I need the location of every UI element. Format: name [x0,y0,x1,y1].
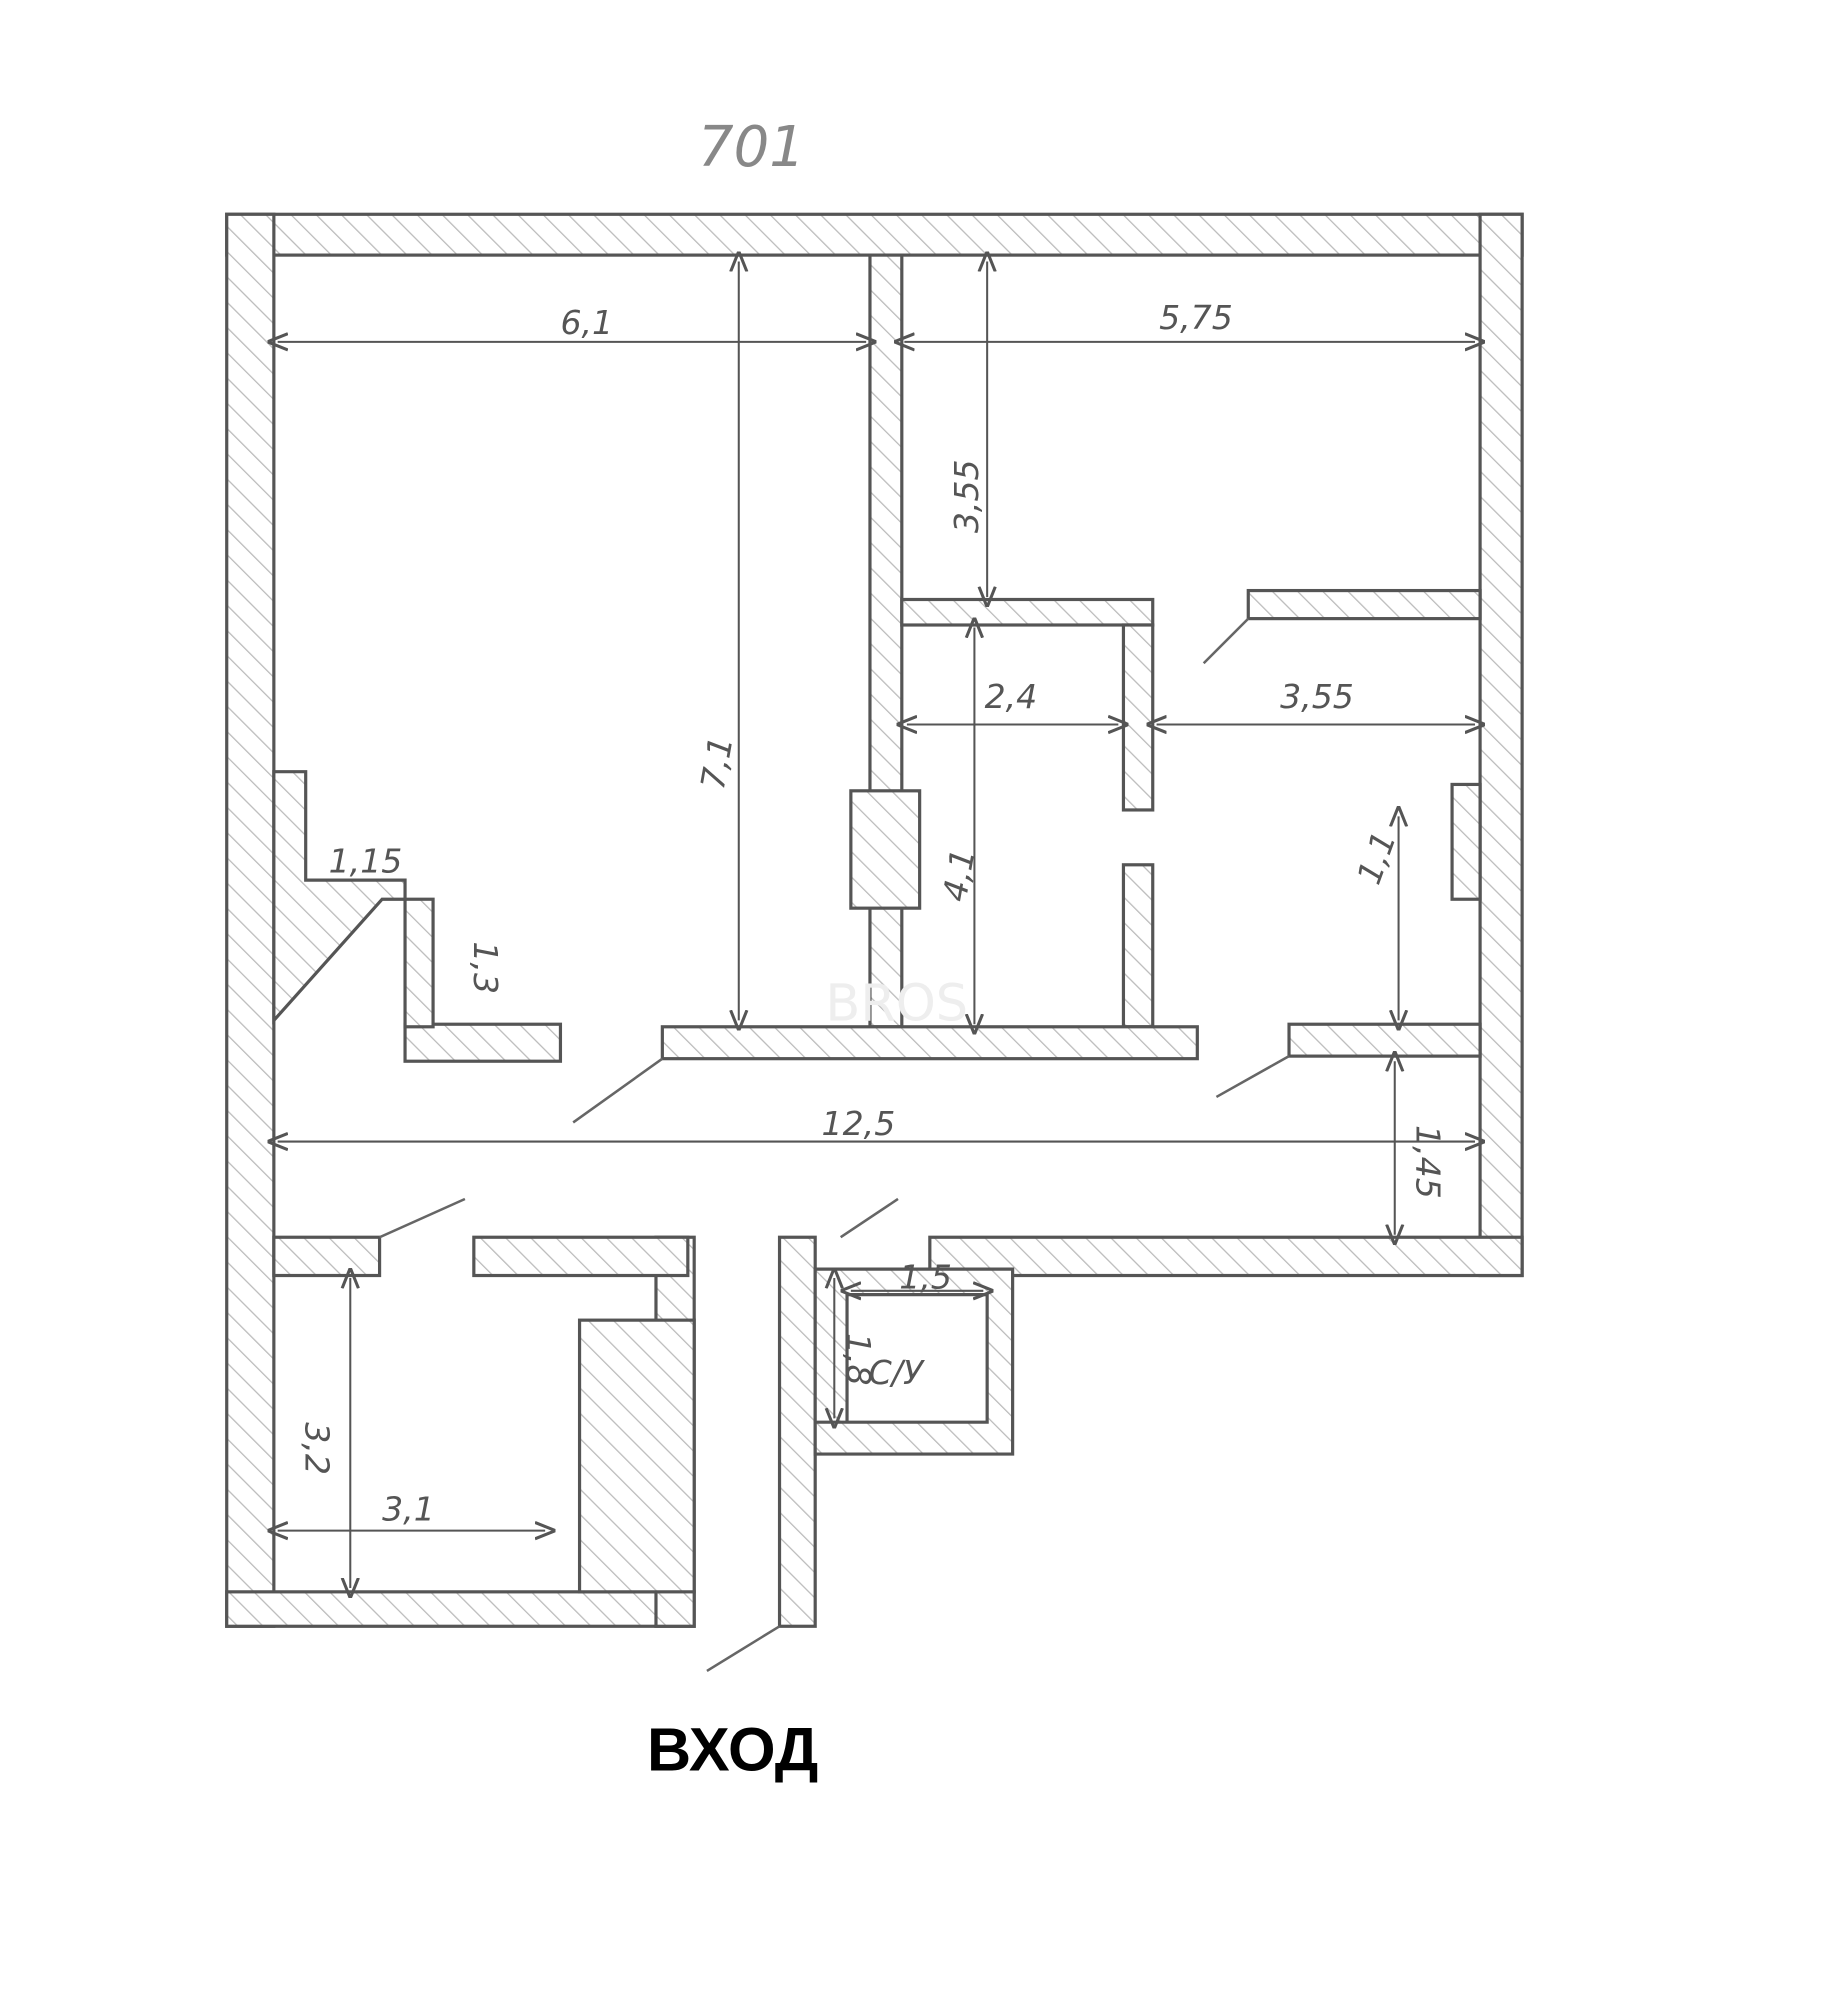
dim-room1-width: 6,1 [560,303,613,342]
dim-corridor-width: 1,45 [1408,1125,1447,1199]
outer-wall-bottom-right [928,1235,1524,1278]
apartment-number: 701 [698,115,805,180]
entrance-wall [777,1235,817,1628]
dim-hall-width: 2,4 [985,677,1038,716]
dim-closet-width: 1,15 [329,841,403,880]
wc-label: С/У [869,1353,925,1392]
watermark: BROS [825,974,968,1033]
dim-room1-length: 7,1 [693,734,741,793]
dim-wc-width: 1,5 [899,1257,952,1296]
outer-wall-top [225,212,1524,257]
partition-room1-room2 [868,253,904,1029]
outer-wall-left [225,212,276,1628]
hall-wall-lower [1121,863,1155,1029]
corridor-wall-left [403,1022,563,1063]
outer-wall-right [1478,212,1524,1278]
wall-room2-bottom-left [900,597,1155,627]
entrance-label: ВХОД [647,1715,818,1783]
walls [225,212,1524,1628]
dimension-labels: 6,1 5,75 7,1 3,55 2,4 3,55 4,1 1,1 1,15 … [298,298,1448,1528]
corridor-wall-right [1287,1022,1482,1058]
dim-room2-depth: 3,55 [947,459,986,533]
dim-hall-length: 4,1 [935,846,983,905]
bath-top-left [272,1235,382,1278]
outer-wall-bottom-left [225,1590,696,1628]
closet-wall [403,897,435,1029]
partition-blob [849,789,922,910]
dimension-lines [278,261,1475,1588]
dim-room2-width: 5,75 [1159,298,1233,337]
doors [379,617,1290,1673]
corridor-wall-mid [660,1025,1199,1061]
hall-wall-upper [1121,623,1155,812]
dim-wc-depth: 1,8 [839,1333,878,1386]
dim-room3-length: 1,1 [1349,826,1404,889]
dim-bath-depth: 3,2 [298,1422,337,1475]
wall-room2-bottom-right [1246,588,1482,621]
dim-closet-depth: 1,3 [466,941,505,994]
room3-pilaster [1450,782,1482,901]
dim-bath-width: 3,1 [382,1489,435,1528]
room1-corner-block [272,770,407,1025]
bath-block [577,1318,696,1594]
dim-room3-width: 3,55 [1280,677,1354,716]
dim-corridor-length: 12,5 [822,1104,896,1143]
bath-top-right [472,1235,690,1278]
